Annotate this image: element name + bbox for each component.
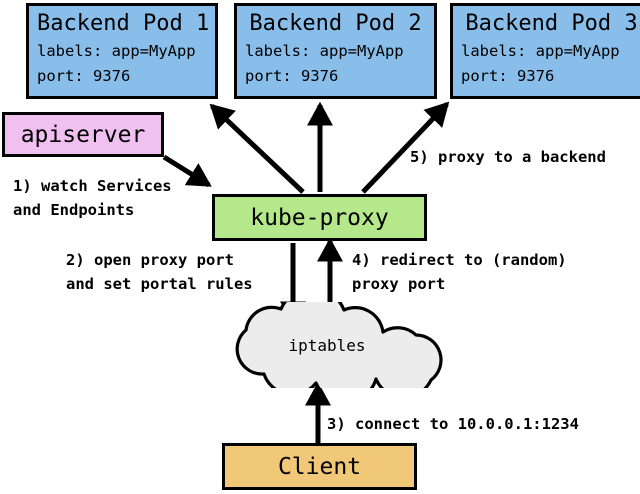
step-3-line-1: 3) connect to 10.0.0.1:1234 [327, 415, 579, 433]
step-3-label: 3) connect to 10.0.0.1:1234 [327, 412, 579, 436]
step-1-line-2: and Endpoints [13, 201, 135, 219]
backend-pod-1-title: Backend Pod 1 [37, 11, 210, 36]
step-2-line-1: 2) open proxy port [66, 251, 234, 269]
backend-pod-1-box[interactable]: Backend Pod 1 labels: app=MyApp port: 93… [26, 3, 218, 99]
step-4-line-2: proxy port [352, 275, 446, 293]
kube-proxy-label: kube-proxy [250, 204, 389, 231]
step-4-label: 4) redirect to (random) proxy port [352, 248, 567, 296]
iptables-label: iptables [288, 335, 366, 355]
backend-pod-1-port: port: 9376 [37, 67, 131, 85]
backend-pod-3-port: port: 9376 [461, 67, 555, 85]
arrow-apiserver-to-kube-proxy [162, 154, 212, 188]
backend-pod-3-labels: labels: app=MyApp [461, 42, 620, 60]
arrow-kube-proxy-to-pod-3 [361, 101, 450, 194]
client-box[interactable]: Client [222, 443, 417, 490]
client-label: Client [277, 453, 362, 480]
step-2-line-2: and set portal rules [66, 275, 253, 293]
step-1-line-1: 1) watch Services [13, 177, 172, 195]
apiserver-label: apiserver [20, 121, 146, 148]
backend-pod-2-title: Backend Pod 2 [249, 11, 422, 36]
arrow-kube-proxy-to-pod-1 [209, 103, 305, 194]
step-5-line-1: 5) proxy to a backend [410, 148, 606, 166]
backend-pod-3-title: Backend Pod 3 [465, 11, 638, 36]
backend-pod-2-box[interactable]: Backend Pod 2 labels: app=MyApp port: 93… [234, 3, 437, 99]
iptables-cloud[interactable]: iptables [186, 302, 468, 388]
backend-pod-2-labels: labels: app=MyApp [245, 42, 404, 60]
backend-pod-1-labels: labels: app=MyApp [37, 42, 196, 60]
step-1-label: 1) watch Services and Endpoints [13, 174, 172, 222]
backend-pod-3-box[interactable]: Backend Pod 3 labels: app=MyApp port: 93… [450, 3, 640, 99]
backend-pod-2-port: port: 9376 [245, 67, 339, 85]
step-2-label: 2) open proxy port and set portal rules [66, 248, 253, 296]
step-5-label: 5) proxy to a backend [410, 145, 606, 169]
step-4-line-1: 4) redirect to (random) [352, 251, 567, 269]
kube-proxy-box[interactable]: kube-proxy [212, 194, 427, 241]
apiserver-box[interactable]: apiserver [2, 112, 164, 157]
